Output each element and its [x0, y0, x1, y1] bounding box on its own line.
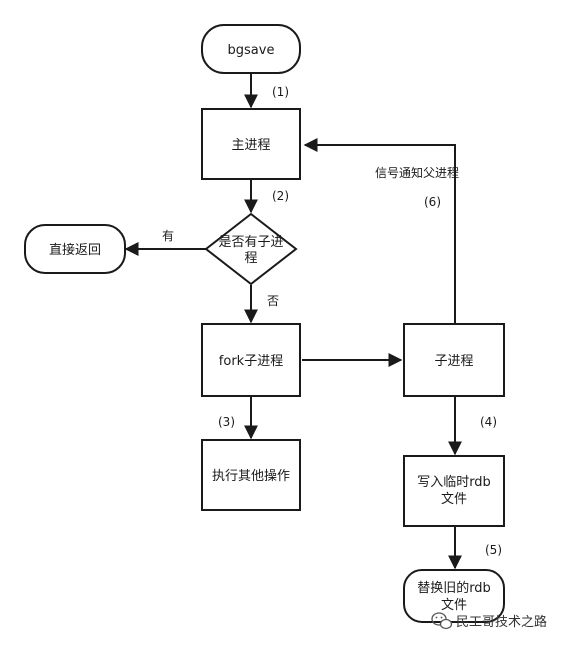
edge-child-to-main	[303, 138, 456, 324]
node-write-temp-label-1: 写入临时rdb	[417, 475, 491, 490]
node-has-child-decision	[204, 212, 298, 286]
edge-label-step5: (5)	[485, 543, 502, 557]
edge-label-step2: (2)	[272, 189, 289, 203]
node-bgsave	[201, 24, 301, 74]
node-fork-child-label: fork子进程	[219, 354, 283, 369]
node-return-direct-label: 直接返回	[49, 242, 101, 258]
node-other-ops-label: 执行其他操作	[212, 468, 290, 484]
wechat-icon	[431, 612, 453, 630]
edge-label-step3: (3)	[218, 415, 235, 429]
node-main-process	[201, 108, 301, 180]
node-child-process	[403, 323, 505, 397]
node-has-child-label-2: 程	[244, 251, 257, 266]
edge-label-yes: 有	[162, 229, 174, 243]
node-child-process-label: 子进程	[434, 354, 473, 369]
node-bgsave-label: bgsave	[228, 43, 275, 58]
node-other-ops	[201, 439, 301, 511]
node-replace-old-label-2: 文件	[441, 598, 467, 613]
edge-label-no: 否	[267, 294, 279, 308]
edge-label-signal-parent: 信号通知父进程	[375, 165, 459, 180]
edge-label-step1: (1)	[272, 85, 289, 99]
watermark-text: 民工哥技术之路	[456, 614, 547, 630]
node-main-process-label: 主进程	[231, 138, 270, 153]
node-replace-old-label-1: 替换旧的rdb	[417, 580, 491, 596]
edge-label-step4: (4)	[480, 415, 497, 429]
node-write-temp-label-2: 文件	[441, 492, 467, 507]
node-return-direct	[24, 224, 126, 274]
edge-label-step6: (6)	[424, 195, 441, 209]
node-has-child-label-1: 是否有子进	[218, 235, 283, 250]
node-write-temp	[403, 455, 505, 527]
node-fork-child	[201, 323, 301, 397]
node-replace-old	[403, 569, 505, 623]
